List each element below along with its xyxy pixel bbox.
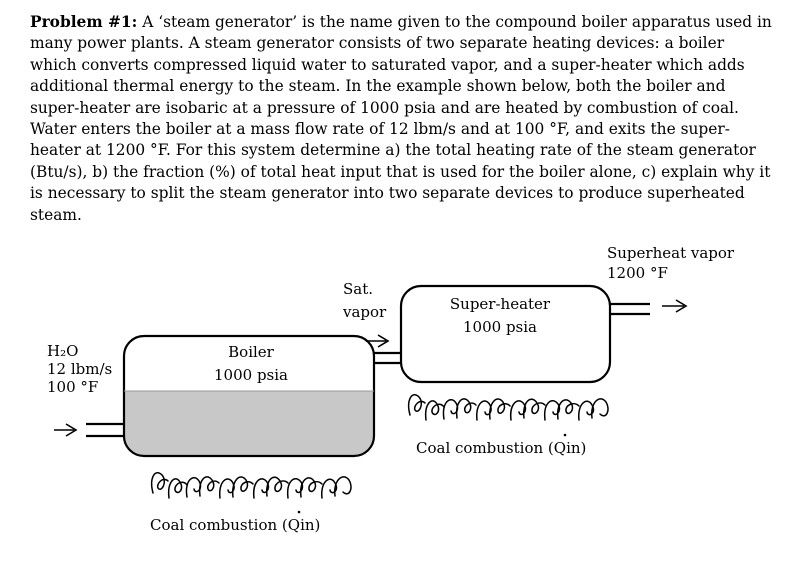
boiler-qdot-mark <box>297 510 301 514</box>
inlet-flow-rate: 12 lbm/s <box>47 360 112 378</box>
boiler-coal-label-text: Coal combustion (Qin) <box>150 516 320 534</box>
outlet-state: Superheat vapor <box>607 244 735 262</box>
connecting-pipe <box>374 351 402 365</box>
outlet-arrow <box>662 299 688 313</box>
boiler-pressure: 1000 psia <box>214 366 288 384</box>
boiler-vessel <box>122 334 376 458</box>
sat-vapor-label: Sat. vapor <box>342 280 387 321</box>
outlet-temperature: 1200 °F <box>607 264 668 282</box>
sat-vapor-arrow <box>366 334 390 348</box>
problem-statement: Problem #1: A ‘steam generator’ is the n… <box>30 12 775 226</box>
superheater-coal-label: Coal combustion (Qin) <box>416 439 586 457</box>
sat-vapor-line1: Sat. <box>343 280 373 298</box>
inlet-substance: H₂O <box>47 342 78 360</box>
outlet-label: Superheat vapor 1200 °F <box>607 244 735 282</box>
inlet-arrow <box>54 423 78 437</box>
inlet-temperature: 100 °F <box>47 378 98 396</box>
boiler-name: Boiler <box>228 343 275 361</box>
superheater-coal-label-text: Coal combustion (Qin) <box>416 439 586 457</box>
boiler-coal-label: Coal combustion (Qin) <box>150 516 320 534</box>
superheater-name: Super-heater <box>450 295 551 313</box>
superheater-qdot-mark <box>563 433 567 437</box>
problem-label: Problem #1: <box>30 13 138 31</box>
sat-vapor-line2: vapor <box>342 303 387 321</box>
boiler-water <box>124 391 374 456</box>
superheater-flame-icon <box>407 394 609 421</box>
inlet-label: H₂O 12 lbm/s 100 °F <box>47 342 112 396</box>
superheater-pressure: 1000 psia <box>463 318 537 336</box>
outlet-pipe <box>609 302 650 316</box>
inlet-pipe <box>86 422 125 438</box>
problem-text: A ‘steam generator’ is the name given to… <box>30 13 772 224</box>
superheater-vessel <box>399 284 612 384</box>
boiler-flame-icon <box>150 472 352 499</box>
